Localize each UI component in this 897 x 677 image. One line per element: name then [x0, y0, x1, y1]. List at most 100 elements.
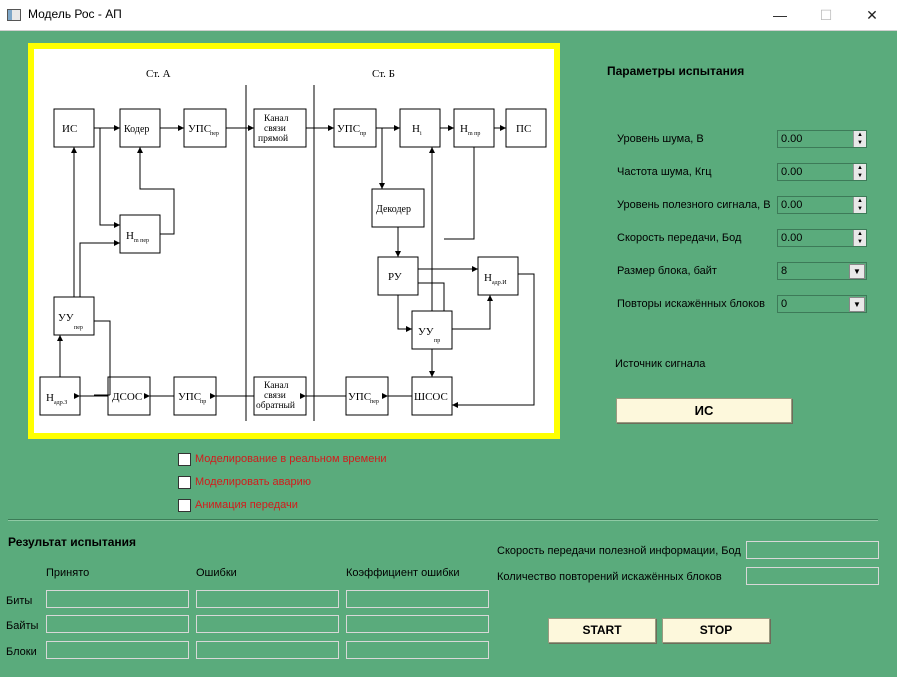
block-channel-direct-2: связи — [264, 124, 286, 134]
minimize-button[interactable]: — — [773, 7, 787, 23]
blocks-received-field[interactable] — [46, 641, 189, 659]
separator — [8, 519, 878, 521]
accident-checkbox[interactable] — [178, 476, 191, 489]
noise-freq-spinner[interactable]: 0.00 ▲▼ — [777, 163, 867, 181]
block-diagram: Ст. А Ст. Б ИС Кодер УПС пер Канал связи… — [28, 43, 560, 439]
station-b-label: Ст. Б — [372, 68, 395, 80]
spinner-arrows-icon[interactable]: ▲▼ — [853, 131, 866, 147]
block-uu-per: УУ — [58, 312, 74, 324]
block-n-adri: Н — [484, 272, 492, 284]
bits-received-field[interactable] — [46, 590, 189, 608]
blocks-errors-field[interactable] — [196, 641, 339, 659]
block-uu-per-sub: пер — [74, 325, 83, 331]
bytes-coef-field[interactable] — [346, 615, 489, 633]
spinner-arrows-icon[interactable]: ▲▼ — [853, 197, 866, 213]
block-is: ИС — [62, 123, 77, 135]
block-ups-pr-a: УПС — [178, 391, 201, 403]
bits-coef-field[interactable] — [346, 590, 489, 608]
block-ups-pr-b: УПС — [337, 123, 360, 135]
repeat-count-label: Количество повторений искажённых блоков — [497, 571, 722, 583]
title-bar: Модель Рос - АП — ☐ ✕ — [0, 0, 897, 31]
row-blocks-label: Блоки — [6, 646, 37, 658]
noise-level-value: 0.00 — [781, 133, 803, 145]
noise-level-spinner[interactable]: 0.00 ▲▼ — [777, 130, 867, 148]
station-a-label: Ст. А — [146, 68, 171, 80]
source-is-button[interactable]: ИС — [616, 398, 792, 423]
block-n-adrz: Н — [46, 392, 54, 404]
maximize-button[interactable]: ☐ — [819, 7, 833, 23]
useful-speed-field[interactable] — [746, 541, 879, 559]
block-ps: ПС — [516, 123, 531, 135]
noise-freq-value: 0.00 — [781, 166, 803, 178]
start-button[interactable]: START — [548, 618, 656, 643]
block-ups-pr-a-sub: пр — [200, 399, 206, 405]
row-bits-label: Биты — [6, 595, 33, 607]
stop-button[interactable]: STOP — [662, 618, 770, 643]
params-title: Параметры испытания — [607, 64, 745, 78]
block-size-value: 8 — [781, 265, 788, 277]
spinner-arrows-icon[interactable]: ▲▼ — [853, 230, 866, 246]
block-uu-pr: УУ — [418, 326, 434, 338]
signal-level-spinner[interactable]: 0.00 ▲▼ — [777, 196, 867, 214]
block-coder: Кодер — [124, 124, 149, 135]
col-errors-label: Ошибки — [196, 567, 237, 579]
block-size-label: Размер блока, байт — [617, 265, 717, 277]
speed-value: 0.00 — [781, 232, 803, 244]
block-n-mpr: Н — [460, 123, 468, 135]
noise-level-label: Уровень шума, В — [617, 133, 704, 145]
block-channel-back-1: Канал — [264, 381, 289, 391]
block-size-select[interactable]: 8 ▼ — [777, 262, 867, 280]
chevron-down-icon[interactable]: ▼ — [849, 264, 865, 279]
accident-label[interactable]: Моделировать аварию — [195, 476, 312, 488]
signal-level-label: Уровень полезного сигнала, В — [617, 199, 771, 211]
block-ups-per-a-sub: пер — [210, 131, 219, 137]
speed-label: Скорость передачи, Бод — [617, 232, 742, 244]
block-channel-back-2: связи — [264, 391, 286, 401]
block-ups-pr-b-sub: пр — [360, 131, 366, 137]
noise-freq-label: Частота шума, Кгц — [617, 166, 712, 178]
block-uu-pr-sub: пр — [434, 338, 440, 344]
realtime-label[interactable]: Моделирование в реальном времени — [195, 453, 387, 465]
block-channel-back-3: обратный — [256, 400, 295, 411]
col-received-label: Принято — [46, 567, 90, 579]
repeats-select[interactable]: 0 ▼ — [777, 295, 867, 313]
block-dsos: ДСОС — [112, 391, 142, 403]
block-n-mper-sub: m пер — [134, 238, 149, 244]
block-n-adrz-sub: адр.З — [54, 400, 67, 406]
blocks-coef-field[interactable] — [346, 641, 489, 659]
block-ups-per-b: УПС — [348, 391, 371, 403]
block-n-i: Н — [412, 123, 420, 135]
block-shsos: ШСОС — [414, 391, 448, 403]
close-button[interactable]: ✕ — [866, 7, 878, 23]
window-title: Модель Рос - АП — [28, 7, 122, 21]
row-bytes-label: Байты — [6, 620, 39, 632]
bytes-received-field[interactable] — [46, 615, 189, 633]
col-coef-label: Коэффициент ошибки — [346, 567, 460, 579]
bytes-errors-field[interactable] — [196, 615, 339, 633]
block-ups-per-b-sub: пер — [370, 399, 379, 405]
realtime-checkbox[interactable] — [178, 453, 191, 466]
block-ups-per-a: УПС — [188, 123, 211, 135]
signal-level-value: 0.00 — [781, 199, 803, 211]
app-icon — [7, 9, 21, 21]
block-channel-direct-1: Канал — [264, 114, 289, 124]
repeats-value: 0 — [781, 298, 788, 310]
speed-spinner[interactable]: 0.00 ▲▼ — [777, 229, 867, 247]
repeat-count-field[interactable] — [746, 567, 879, 585]
useful-speed-label: Скорость передачи полезной информации, Б… — [497, 545, 741, 557]
block-n-mpr-sub: m пр — [468, 131, 480, 137]
animation-label[interactable]: Анимация передачи — [195, 499, 298, 511]
block-n-mper: Н — [126, 230, 134, 242]
animation-checkbox[interactable] — [178, 499, 191, 512]
bits-errors-field[interactable] — [196, 590, 339, 608]
block-n-i-sub: i — [420, 131, 422, 137]
block-decoder: Декодер — [376, 204, 411, 215]
results-title: Результат испытания — [8, 535, 136, 549]
block-diagram-svg: Ст. А Ст. Б ИС Кодер УПС пер Канал связи… — [39, 68, 547, 421]
repeats-label: Повторы искажённых блоков — [617, 298, 766, 310]
spinner-arrows-icon[interactable]: ▲▼ — [853, 164, 866, 180]
source-label: Источник сигнала — [615, 358, 706, 370]
chevron-down-icon[interactable]: ▼ — [849, 297, 865, 312]
block-channel-direct-3: прямой — [258, 133, 288, 144]
block-ru: РУ — [388, 271, 402, 283]
